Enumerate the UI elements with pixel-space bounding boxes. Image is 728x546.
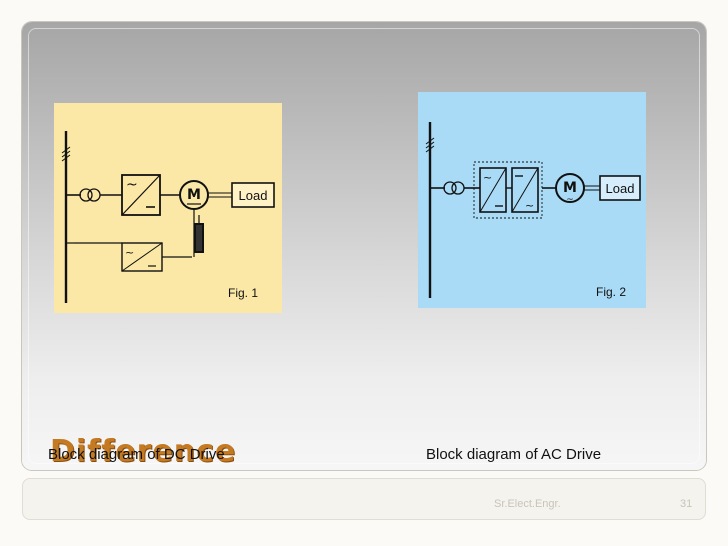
svg-text:Load: Load [239,188,268,203]
svg-text:~: ~ [566,195,574,205]
ac-inverter: ~ [511,167,539,213]
svg-text:Load: Load [606,181,635,196]
footer-center-text: Sr.Elect.Engr. [494,498,561,510]
ac-fig-label: Fig. 2 [596,285,626,299]
svg-text:~: ~ [126,177,138,193]
dc-drive-diagram: ~ M Load ~ [54,103,282,313]
svg-text:~: ~ [483,171,492,184]
svg-text:M: M [563,180,577,196]
svg-text:~: ~ [125,246,134,259]
slide-title: Difference [50,434,237,469]
ac-rectifier: ~ [479,167,507,213]
ac-frequency-converter-frame [473,161,543,219]
dc-diagram-background [54,103,282,313]
footer-page-number: 31 [680,498,693,510]
ac-load-box: Load [599,175,641,201]
ac-drive-diagram: ~ ~ M ~ Load Fig. 2 [418,92,646,308]
dc-fig-label: Fig. 1 [228,286,258,300]
ac-drive-caption: Block diagram of AC Drive [426,446,602,463]
svg-text:~: ~ [525,199,534,212]
dc-drive-caption: Block diagram of DC Drive [48,446,225,463]
svg-text:M: M [187,187,201,203]
slide-footer [22,478,706,520]
dc-load-box: Load [231,182,275,208]
ac-motor: M ~ [555,173,585,205]
dc-field-winding [194,223,204,253]
